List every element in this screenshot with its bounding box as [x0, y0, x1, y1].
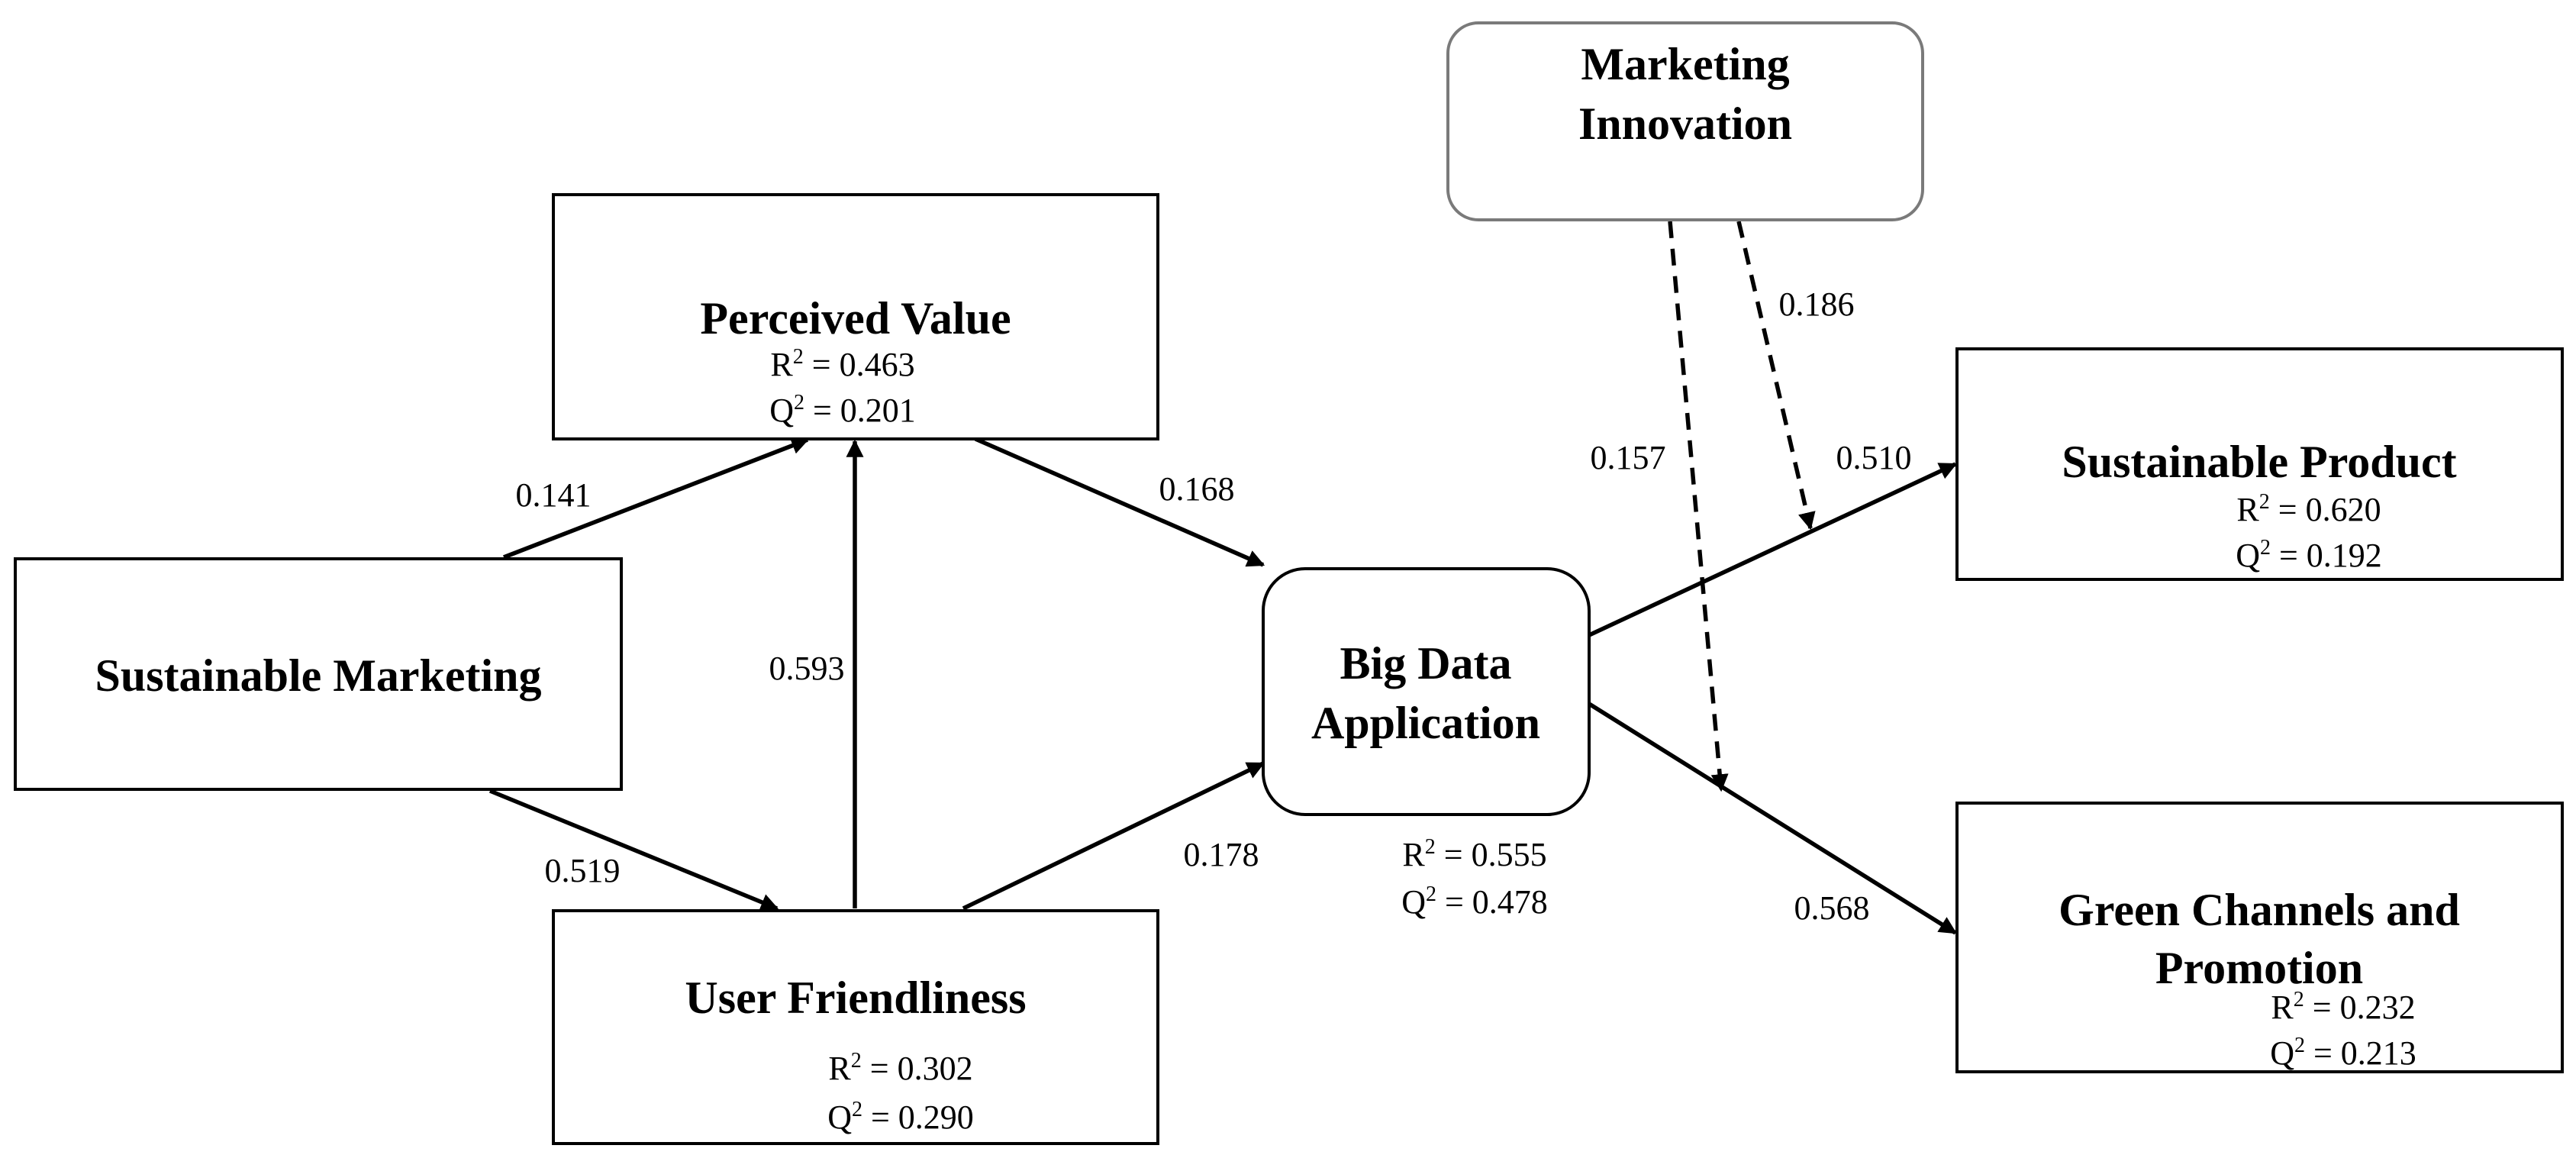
coef-mi-moderation-gcp: 0.157	[1591, 439, 1666, 476]
node-title-line-2: Innovation	[1578, 98, 1792, 149]
coef-sm-to-uf: 0.519	[545, 852, 621, 889]
r-squared-value: R2 = 0.302	[828, 1049, 972, 1087]
node-user-friendliness: User Friendliness R2 = 0.302 Q2 = 0.290	[552, 909, 1159, 1145]
node-title-line-2: Application	[1311, 698, 1540, 748]
node-title-line-1: Marketing	[1581, 39, 1789, 89]
arrow-big-data-to-sustainable-product	[1588, 462, 1958, 637]
arrow-sustainable-marketing-to-perceived-value	[503, 437, 810, 560]
q-squared-value: Q2 = 0.192	[2236, 536, 2382, 574]
path-coefficients: 0.141 0.519 0.593 0.168 0.178 0.510 0.56…	[516, 286, 1912, 927]
path-arrows	[488, 221, 1958, 935]
coef-bda-to-gcp: 0.568	[1794, 889, 1870, 927]
node-title-line-1: Green Channels and	[2059, 885, 2460, 935]
coef-pv-to-bda: 0.168	[1159, 470, 1235, 508]
node-title: Sustainable Marketing	[95, 650, 541, 701]
arrow-user-friendliness-to-big-data	[962, 761, 1265, 911]
r-squared-value: R2 = 0.232	[2271, 988, 2415, 1026]
coef-sm-to-pv: 0.141	[516, 476, 592, 514]
dashed-arrow-innovation-moderates-channels-path	[1668, 221, 1729, 792]
node-title-line-2: Promotion	[2155, 943, 2363, 993]
coef-uf-to-bda: 0.178	[1184, 836, 1259, 873]
coef-bda-to-sp: 0.510	[1836, 439, 1912, 476]
node-title: Perceived Value	[700, 293, 1011, 344]
node-sustainable-product: Sustainable Product R2 = 0.620 Q2 = 0.19…	[1955, 347, 2564, 581]
coef-mi-moderation-sp: 0.186	[1779, 286, 1855, 323]
arrow-sustainable-marketing-to-user-friendliness	[488, 789, 779, 911]
q-squared-value: Q2 = 0.213	[2270, 1034, 2416, 1072]
r-squared-value: R2 = 0.620	[2236, 490, 2381, 528]
dashed-arrow-innovation-moderates-product-path	[1736, 221, 1816, 531]
arrow-perceived-value-to-big-data	[974, 437, 1265, 567]
q-squared-value: Q2 = 0.201	[769, 391, 916, 429]
node-sustainable-marketing: Sustainable Marketing	[14, 557, 623, 791]
arrow-big-data-to-green-channels	[1588, 702, 1957, 935]
q-squared-value: Q2 = 0.290	[827, 1098, 974, 1136]
q-squared-value: Q2 = 0.478	[1401, 882, 1548, 921]
r-squared-value: R2 = 0.555	[1402, 835, 1546, 873]
node-title: User Friendliness	[685, 973, 1026, 1023]
coef-uf-to-pv: 0.593	[769, 650, 845, 687]
node-title: Sustainable Product	[2062, 437, 2456, 487]
node-green-channels-promotion: Green Channels and Promotion R2 = 0.232 …	[1955, 802, 2564, 1073]
node-marketing-innovation: Marketing Innovation	[1446, 21, 1924, 221]
node-title-line-1: Big Data	[1340, 638, 1512, 689]
node-perceived-value: Perceived Value R2 = 0.463 Q2 = 0.201	[552, 193, 1159, 440]
node-big-data-application: Big Data Application R2 = 0.555 Q2 = 0.4…	[1262, 567, 1591, 921]
r-squared-value: R2 = 0.463	[770, 345, 914, 383]
